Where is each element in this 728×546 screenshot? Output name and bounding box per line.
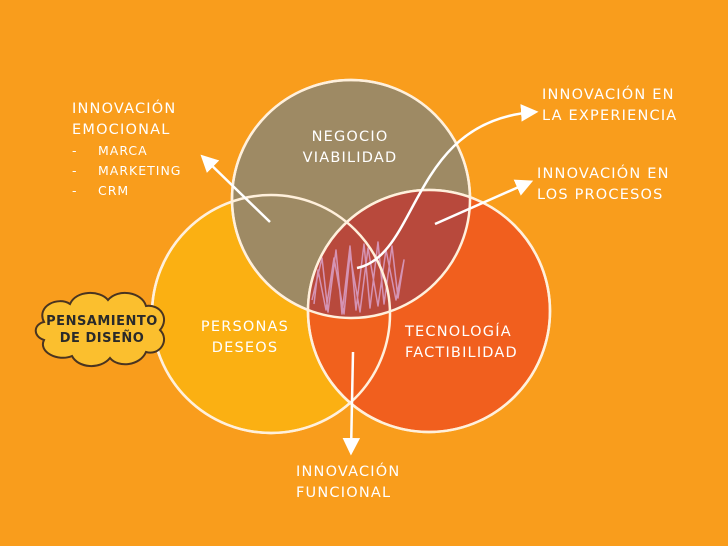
experiencia-line1: INNOVACIÓN EN: [542, 87, 675, 103]
tecnologia-label: TECNOLOGÍA FACTIBILIDAD: [405, 322, 518, 364]
pensamiento-label: PENSAMIENTO DE DISEÑO: [42, 313, 162, 347]
emocional-item-marca: -MARCA: [72, 143, 148, 158]
personas-label-line1: PERSONAS: [200, 319, 290, 335]
negocio-label-line1: NEGOCIO: [311, 129, 389, 145]
arrow-emocional: [200, 154, 271, 223]
emocional-item-marketing: -MARKETING: [72, 163, 182, 178]
procesos-block: INNOVACIÓN EN LOS PROCESOS: [537, 164, 670, 206]
personas-label-line2: DESEOS: [211, 340, 279, 356]
negocio-label: NEGOCIO VIABILIDAD: [290, 127, 410, 169]
emocional-list: -MARCA -MARKETING -CRM: [72, 141, 181, 201]
procesos-line1: INNOVACIÓN EN: [537, 166, 670, 182]
funcional-block: INNOVACIÓN FUNCIONAL: [296, 462, 400, 504]
circle-outline-negocio: [230, 78, 472, 320]
funcional-line2: FUNCIONAL: [296, 485, 392, 501]
emocional-line1: INNOVACIÓN: [72, 101, 177, 117]
center-scribble: [311, 241, 405, 315]
negocio-label-line2: VIABILIDAD: [302, 150, 398, 166]
pensamiento-line2: DE DISEÑO: [59, 331, 145, 346]
arrow-experiencia: [356, 104, 539, 270]
pensamiento-line1: PENSAMIENTO: [46, 314, 158, 329]
emocional-line2: EMOCIONAL: [72, 122, 171, 138]
personas-label: PERSONAS DESEOS: [185, 317, 305, 359]
experiencia-line2: LA EXPERIENCIA: [542, 108, 678, 124]
tecnologia-label-line2: FACTIBILIDAD: [405, 345, 518, 361]
emocional-block: INNOVACIÓN EMOCIONAL -MARCA -MARKETING -…: [72, 99, 181, 201]
experiencia-block: INNOVACIÓN EN LA EXPERIENCIA: [542, 85, 677, 127]
circle-outline-tecnologia: [306, 188, 552, 434]
funcional-line1: INNOVACIÓN: [296, 464, 401, 480]
procesos-line2: LOS PROCESOS: [537, 187, 664, 203]
arrow-funcional: [342, 351, 361, 456]
emocional-item-crm: -CRM: [72, 183, 130, 198]
pensamiento-cloud: [34, 291, 165, 367]
arrow-procesos: [434, 179, 534, 226]
tecnologia-label-line1: TECNOLOGÍA: [405, 324, 512, 340]
